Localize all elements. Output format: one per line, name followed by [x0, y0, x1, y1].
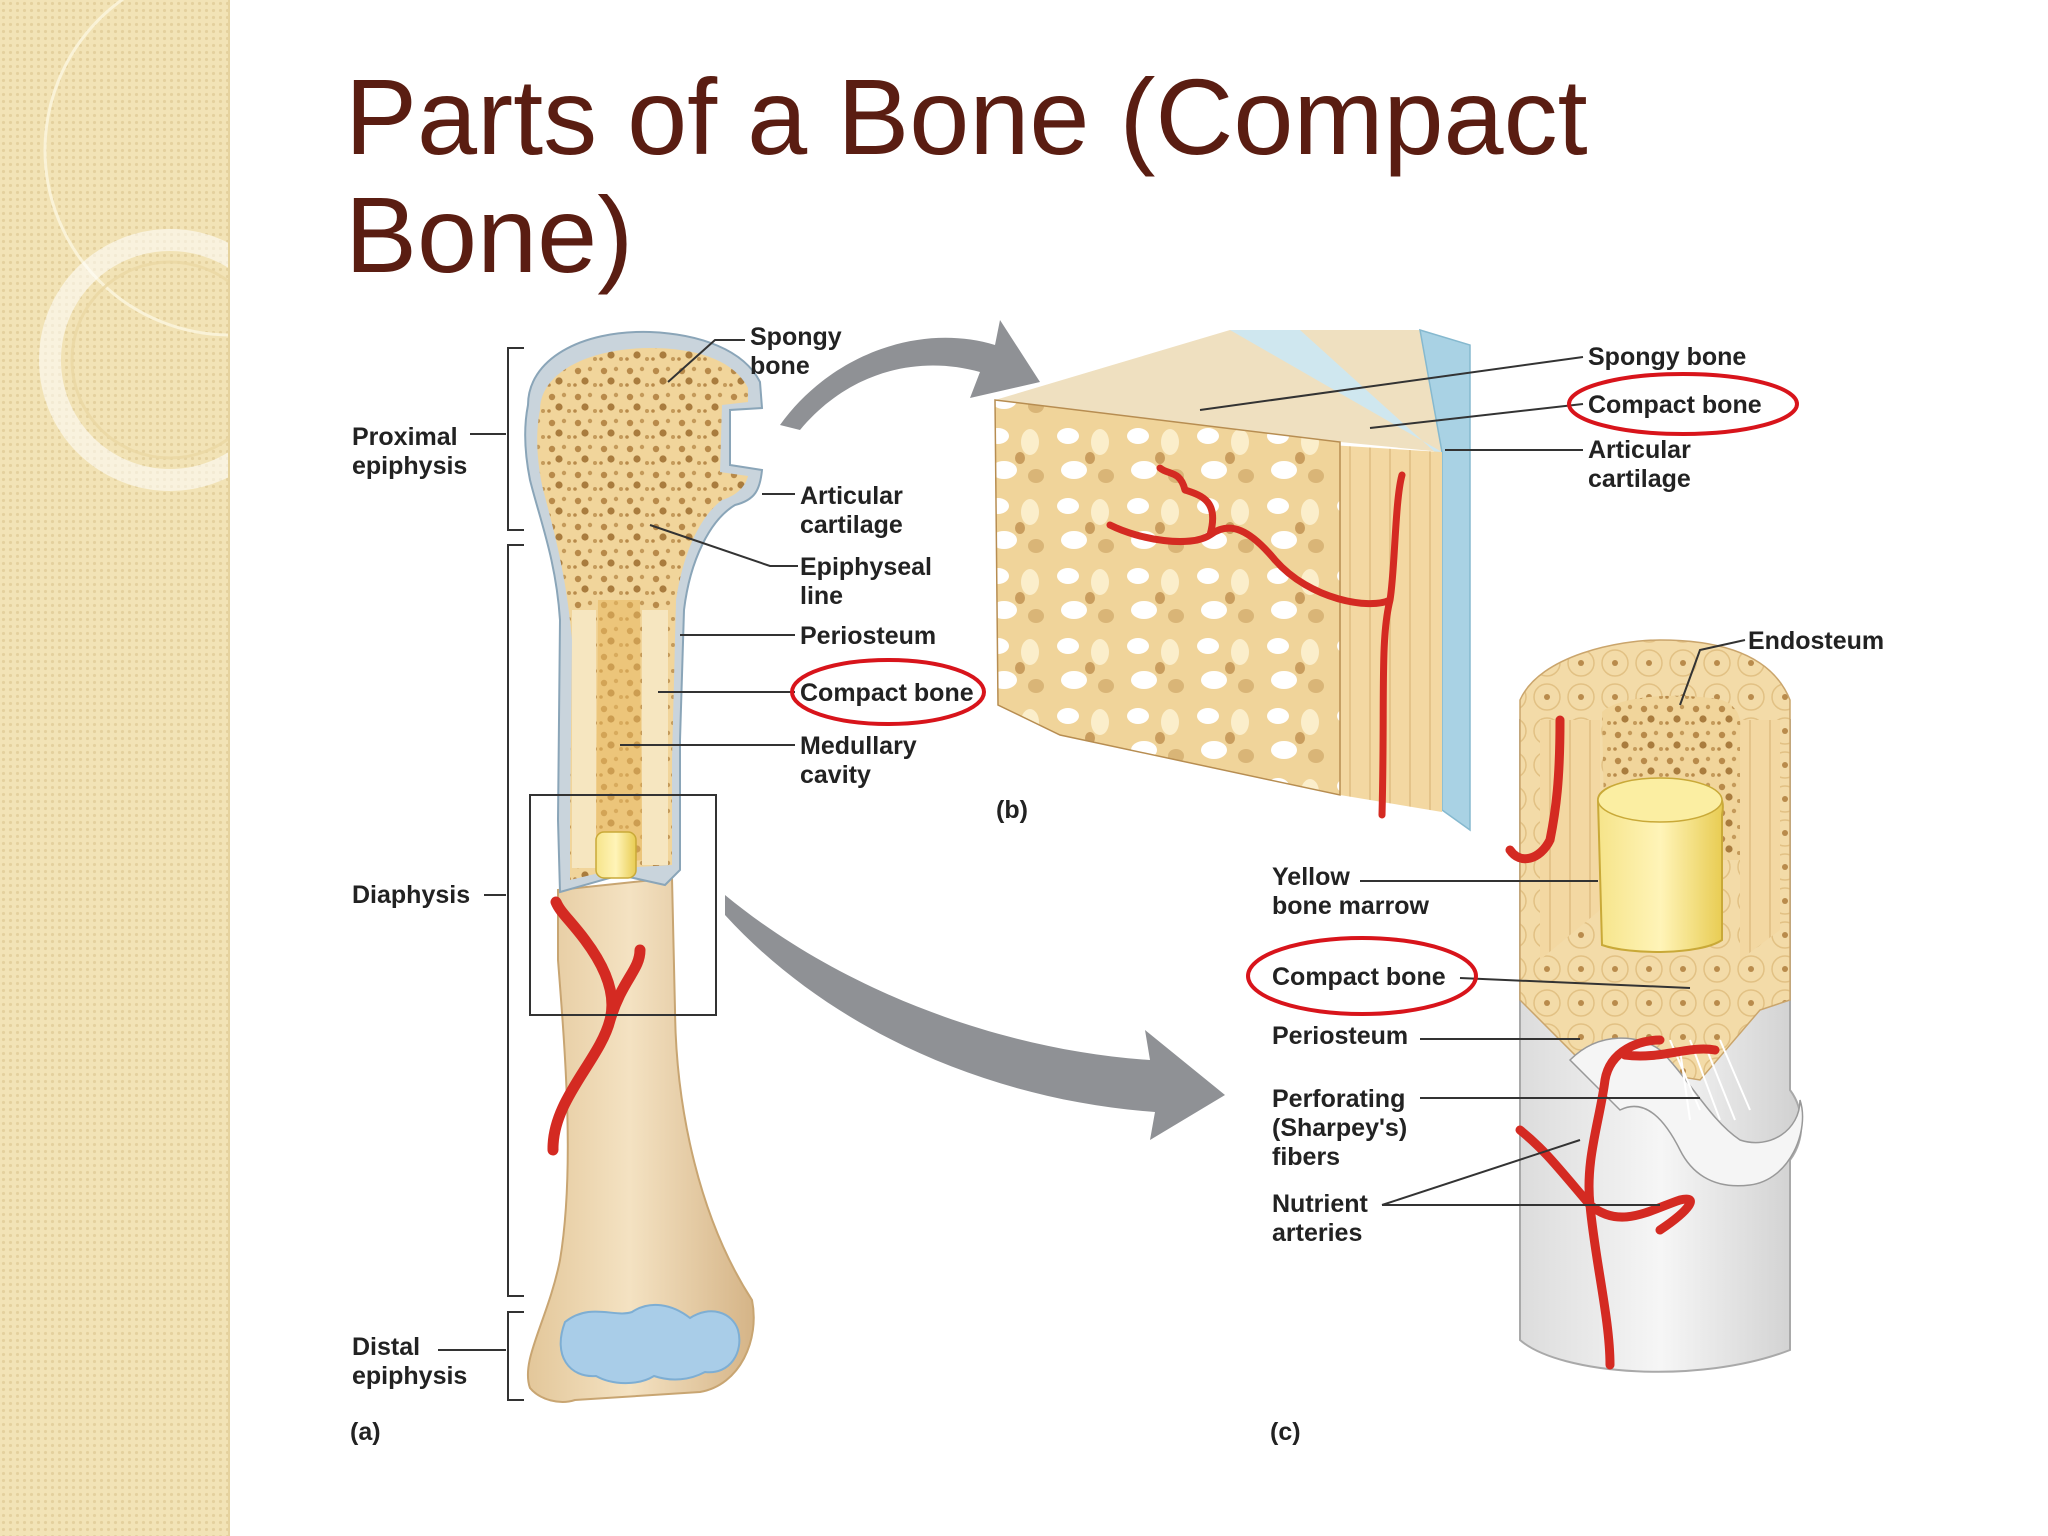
block-spongy-face	[995, 400, 1340, 795]
label-b-spongy-bone: Spongy bone	[1588, 343, 1746, 371]
label-c-yellow-marrow-line1: Yellow	[1272, 863, 1350, 891]
highlight-compact-bone-b	[1567, 372, 1799, 436]
label-a-periosteum: Periosteum	[800, 622, 936, 650]
highlight-compact-bone-c	[1246, 936, 1478, 1016]
block-cartilage-face	[1419, 328, 1471, 832]
label-a-epiphyseal-line-line1: Epiphyseal	[800, 553, 932, 581]
label-c-perforating-line1: Perforating	[1272, 1085, 1405, 1113]
panel-tag-c: (c)	[1270, 1418, 1301, 1446]
label-proximal-epiphysis-line2: epiphysis	[352, 452, 467, 480]
label-distal-epiphysis-line1: Distal	[352, 1333, 420, 1361]
label-c-compact-bone: Compact bone	[1272, 963, 1446, 991]
distal-articular-cartilage	[559, 1303, 741, 1385]
panel-tag-a: (a)	[350, 1418, 381, 1446]
label-a-compact-bone: Compact bone	[800, 679, 974, 707]
slide-title-line-2: Bone)	[345, 174, 634, 295]
panel-a-long-bone	[438, 330, 798, 1403]
magnify-box	[529, 794, 717, 1016]
slide-sidebar-decoration	[0, 0, 230, 1536]
arrow-to-panel-c	[725, 895, 1225, 1140]
block-artery	[1106, 464, 1406, 819]
label-c-endosteum: Endosteum	[1748, 627, 1884, 655]
label-b-articular-cartilage-line1: Articular	[1588, 436, 1691, 464]
label-a-articular-cartilage-line1: Articular	[800, 482, 903, 510]
label-c-periosteum: Periosteum	[1272, 1022, 1408, 1050]
label-proximal-epiphysis-line1: Proximal	[352, 423, 458, 451]
compact-bone-wall-right	[642, 610, 668, 865]
label-a-spongy-bone-line1: Spongy	[750, 323, 842, 351]
label-c-nutrient-arteries-line2: arteries	[1272, 1219, 1362, 1247]
label-a-medullary-cavity-line1: Medullary	[800, 732, 917, 760]
label-c-nutrient-arteries-line1: Nutrient	[1272, 1190, 1369, 1218]
label-a-articular-cartilage-line2: cartilage	[800, 511, 903, 539]
panel-tag-b: (b)	[996, 796, 1028, 824]
bone-lower-shaft	[526, 876, 755, 1403]
label-b-compact-bone: Compact bone	[1588, 391, 1762, 419]
label-a-medullary-cavity-line2: cavity	[800, 761, 871, 789]
panel-c-diaphysis-section	[1360, 639, 1804, 1373]
slide-title-line-1: Parts of a Bone (Compact	[345, 58, 1588, 177]
panel-b-bone-block	[994, 328, 1584, 832]
artery-shaft	[547, 896, 646, 1156]
label-a-epiphyseal-line-line2: line	[800, 582, 843, 610]
slide-title: Parts of a Bone (Compact Bone)	[345, 58, 1945, 302]
label-b-articular-cartilage-line2: cartilage	[1588, 465, 1691, 493]
highlight-compact-bone-a	[790, 658, 986, 726]
label-c-yellow-marrow-line2: bone marrow	[1272, 892, 1430, 920]
arrow-to-panel-b	[780, 320, 1040, 430]
label-distal-epiphysis-line2: epiphysis	[352, 1362, 467, 1390]
yellow-marrow-plug	[595, 831, 637, 879]
label-diaphysis: Diaphysis	[352, 881, 470, 909]
label-c-perforating-line2: (Sharpey's)	[1272, 1114, 1407, 1142]
label-a-spongy-bone-line2: bone	[750, 352, 810, 380]
sidebar-rings	[39, 0, 228, 491]
compact-bone-wall-left	[572, 610, 596, 868]
label-c-perforating-line3: fibers	[1272, 1143, 1340, 1171]
periosteum-flap	[1568, 1037, 1804, 1187]
